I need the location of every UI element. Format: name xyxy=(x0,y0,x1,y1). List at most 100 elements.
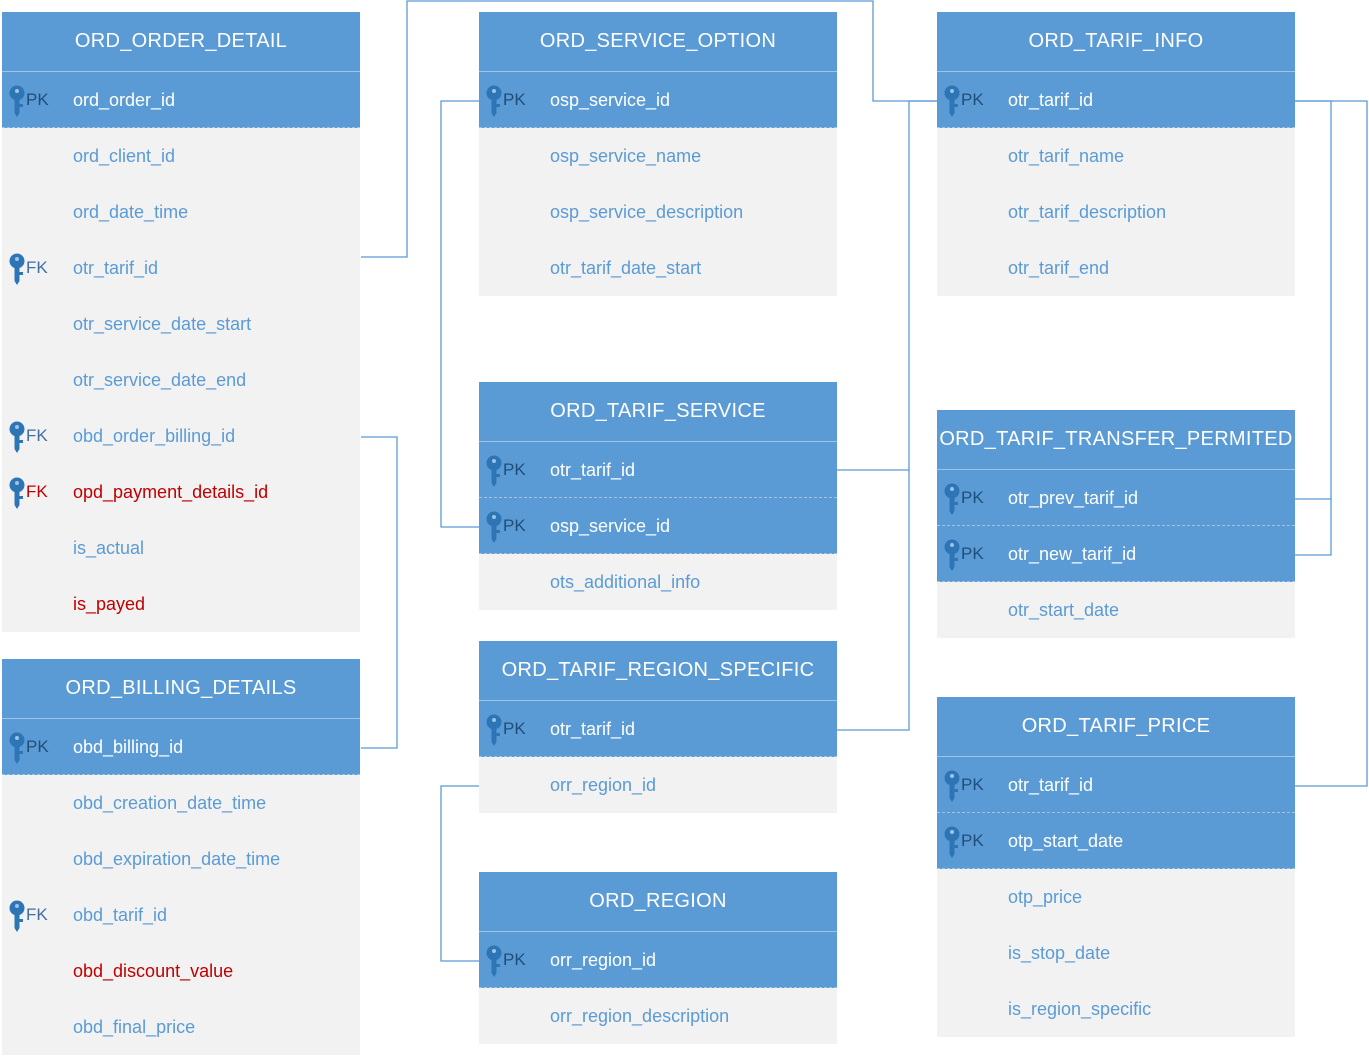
field-row[interactable]: FK obd_order_billing_id xyxy=(2,408,360,464)
field-name: osp_service_name xyxy=(550,146,702,166)
foreign-key-label: FK xyxy=(26,905,48,924)
field-name: orr_region_id xyxy=(550,950,657,970)
primary-key-label: PK xyxy=(961,90,984,109)
table-title: ORD_TARIF_TRANSFER_PERMITED xyxy=(937,410,1295,470)
field-row[interactable]: is_actual xyxy=(2,520,360,576)
field-name: ots_additional_info xyxy=(550,572,701,592)
key-icon xyxy=(485,85,503,117)
connector-tarif-info-to-transfer-prev xyxy=(1295,100,1332,500)
key-icon xyxy=(8,421,26,453)
connector-tarif-info-to-price xyxy=(1295,100,1368,787)
field-name: osp_service_id xyxy=(550,90,671,110)
connector-order-to-billing xyxy=(361,436,398,749)
field-name: otp_start_date xyxy=(1008,831,1124,851)
field-row[interactable]: otr_tarif_name xyxy=(937,128,1295,184)
field-name: otr_tarif_id xyxy=(550,719,636,739)
field-name: otr_tarif_description xyxy=(1008,202,1167,222)
field-name: orr_region_description xyxy=(550,1006,730,1026)
key-icon xyxy=(8,477,26,509)
field-name: is_region_specific xyxy=(1008,999,1152,1019)
foreign-key-label: FK xyxy=(26,482,48,501)
field-row[interactable]: is_payed xyxy=(2,576,360,632)
field-name: ord_order_id xyxy=(73,90,176,110)
field-row[interactable]: otr_start_date xyxy=(937,582,1295,638)
field-row[interactable]: obd_expiration_date_time xyxy=(2,831,360,887)
field-name: obd_tarif_id xyxy=(73,905,168,925)
field-row[interactable]: otr_service_date_end xyxy=(2,352,360,408)
field-name: obd_final_price xyxy=(73,1017,196,1037)
field-row[interactable]: PK ord_order_id xyxy=(2,72,360,128)
connector-region-specific-to-region xyxy=(440,785,479,962)
field-row[interactable]: ord_date_time xyxy=(2,184,360,240)
field-row[interactable]: osp_service_name xyxy=(479,128,837,184)
field-row[interactable]: otr_tarif_end xyxy=(937,240,1295,296)
field-name: otr_prev_tarif_id xyxy=(1008,488,1139,508)
primary-key-label: PK xyxy=(961,488,984,507)
field-row[interactable]: obd_final_price xyxy=(2,999,360,1055)
field-row[interactable]: orr_region_id xyxy=(479,757,837,813)
field-row[interactable]: ord_client_id xyxy=(2,128,360,184)
field-row[interactable]: FK obd_tarif_id xyxy=(2,887,360,943)
field-row[interactable]: obd_discount_value xyxy=(2,943,360,999)
field-row[interactable]: is_region_specific xyxy=(937,981,1295,1037)
primary-key-label: PK xyxy=(503,460,526,479)
field-row[interactable]: otr_tarif_date_start xyxy=(479,240,837,296)
key-icon xyxy=(8,85,26,117)
field-row[interactable]: obd_creation_date_time xyxy=(2,775,360,831)
table-title: ORD_TARIF_PRICE xyxy=(937,697,1295,757)
table-title: ORD_REGION xyxy=(479,872,837,932)
key-icon xyxy=(485,511,503,543)
field-row[interactable]: FK opd_payment_details_id xyxy=(2,464,360,520)
field-row[interactable]: is_stop_date xyxy=(937,925,1295,981)
foreign-key-label: FK xyxy=(26,258,48,277)
field-row[interactable]: osp_service_description xyxy=(479,184,837,240)
field-name: is_actual xyxy=(73,538,145,558)
field-name: obd_creation_date_time xyxy=(73,793,267,813)
key-icon xyxy=(8,253,26,285)
connector-tarif-info-to-tarif-service xyxy=(837,100,937,471)
key-icon xyxy=(485,455,503,487)
field-row[interactable]: PK otr_prev_tarif_id xyxy=(937,470,1295,526)
connector-service-option-to-tarif-service xyxy=(440,100,479,528)
table-ord-tarif-transfer-permited[interactable]: ORD_TARIF_TRANSFER_PERMITED PK otr_prev_ta… xyxy=(937,410,1295,638)
field-row[interactable]: otr_tarif_description xyxy=(937,184,1295,240)
primary-key-label: PK xyxy=(961,775,984,794)
table-title: ORD_TARIF_SERVICE xyxy=(479,382,837,442)
field-name: otr_new_tarif_id xyxy=(1008,544,1137,564)
field-name: otr_tarif_id xyxy=(550,460,636,480)
table-title: ORD_SERVICE_OPTION xyxy=(479,12,837,72)
primary-key-label: PK xyxy=(26,90,49,109)
field-row[interactable]: PK otr_tarif_id xyxy=(479,442,837,498)
field-row[interactable]: otp_price xyxy=(937,869,1295,925)
field-name: otr_tarif_date_start xyxy=(550,258,702,278)
field-row[interactable]: otr_service_date_start xyxy=(2,296,360,352)
foreign-key-label: FK xyxy=(26,426,48,445)
field-row[interactable]: ots_additional_info xyxy=(479,554,837,610)
field-name: obd_order_billing_id xyxy=(73,426,236,446)
key-icon xyxy=(8,732,26,764)
key-icon xyxy=(943,826,961,858)
key-icon xyxy=(485,714,503,746)
field-name: opd_payment_details_id xyxy=(73,482,269,502)
field-name: otr_start_date xyxy=(1008,600,1120,620)
field-row[interactable]: orr_region_description xyxy=(479,988,837,1044)
table-title: ORD_TARIF_REGION_SPECIFIC xyxy=(479,641,837,701)
